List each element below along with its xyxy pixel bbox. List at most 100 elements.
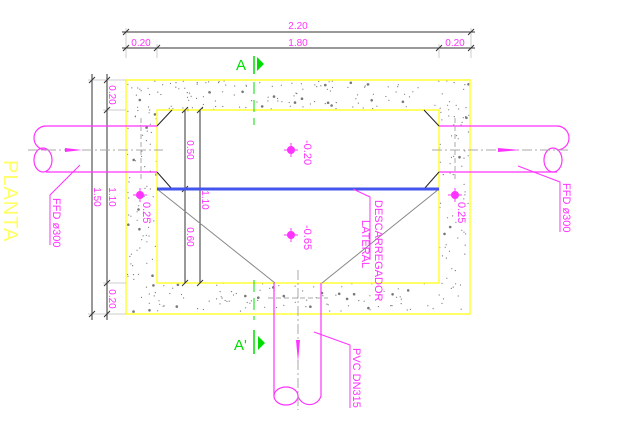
left-pipe [33,125,157,173]
stipple-dot [145,234,147,236]
stipple-dot [267,100,269,102]
stipple-dot [222,91,224,93]
stipple-dot [182,107,184,109]
stipple-dot [453,155,455,157]
stipple-dot [461,229,463,231]
stipple-dot [439,202,442,204]
stipple-dot [239,310,242,312]
stipple-dot [441,282,443,284]
stipple-dot [453,124,455,126]
section-marker-bottom [253,280,265,354]
stipple-dot [291,82,293,84]
stipple-dot [233,94,235,96]
stipple-dot [148,112,150,114]
stipple-dot [234,85,236,87]
stipple-dot [296,93,298,95]
stipple-dot [314,101,316,103]
level-right-inlet: 0.25 [455,202,467,223]
stipple-dot [169,82,172,85]
stipple-dot [288,101,290,104]
stipple-dot [127,127,129,129]
stipple-dot [147,106,150,108]
stipple-dot [388,99,390,101]
stipple-dot [449,163,451,165]
stipple-dot [463,88,465,90]
stipple-dot [306,299,308,301]
stipple-dot [159,303,161,305]
stipple-dot [293,101,297,104]
stipple-dot [449,172,451,174]
stipple-dot [230,291,233,293]
stipple-dot [434,104,436,106]
drawing-title: PLANTA [0,160,21,242]
stipple-dot [267,96,269,98]
stipple-dot [260,105,264,108]
stipple-dot [137,106,139,108]
stipple-dot [448,115,450,117]
stipple-dot [182,80,184,82]
stipple-dot [134,115,136,117]
stipple-dot [372,93,374,95]
stipple-dot [127,223,130,226]
stipple-dot [138,98,142,102]
stipple-dot [157,91,159,93]
stipple-dot [226,300,228,302]
stipple-dot [208,300,210,302]
stipple-dot [452,286,454,288]
stipple-dot [180,293,183,296]
stipple-dot [293,95,295,97]
stipple-dot [277,100,279,102]
stipple-dot [457,295,459,297]
stipple-dot [347,86,349,88]
leader-lines [49,164,561,408]
stipple-dot [352,292,356,296]
stipple-dot [408,96,411,98]
stipple-dot [146,185,148,187]
stipple-dot [145,286,148,288]
stipple-dot [453,82,455,84]
stipple-dot [283,304,285,306]
stipple-dot [232,294,235,296]
stipple-dot [455,135,458,137]
stipple-dot [313,286,315,288]
stipple-dot [241,90,244,94]
stipple-dot [314,84,316,86]
stipple-dot [131,87,133,89]
stipple-dot [202,308,204,311]
stipple-dot [441,255,444,257]
dim-upper-part: 0.50 [184,140,195,160]
stipple-dot [184,87,186,89]
stipple-dot [128,181,130,183]
stipple-dot [191,107,193,109]
flow-arrow-left [65,148,82,152]
stipple-dot [269,287,271,289]
weir-label-line1: DESCARREGADOR [372,200,384,302]
stipple-dot [458,155,461,159]
stipple-dot [183,297,185,299]
stipple-dot [446,217,449,219]
stipple-dot [280,84,282,86]
stipple-dot [397,84,399,86]
stipple-dot [405,106,407,108]
stipple-dot [186,96,189,98]
stipple-dot [438,294,440,296]
stipple-dot [458,108,460,110]
stipple-dot [467,202,469,205]
stipple-dot [309,305,312,309]
stipple-dot [149,143,151,145]
stipple-dot [355,98,357,100]
stipple-dot [463,183,465,185]
stipple-dot [190,95,192,97]
stipple-dot [366,83,370,86]
stipple-dot [439,143,441,145]
stipple-dot [216,284,218,286]
stipple-dot [300,97,304,100]
stipple-dot [432,308,434,310]
right-pipe [439,125,570,173]
stipple-dot [129,255,131,258]
stipple-dot [150,131,152,134]
level-marker-lower [284,228,298,242]
stipple-dot [362,107,364,109]
stipple-dot [172,108,174,110]
